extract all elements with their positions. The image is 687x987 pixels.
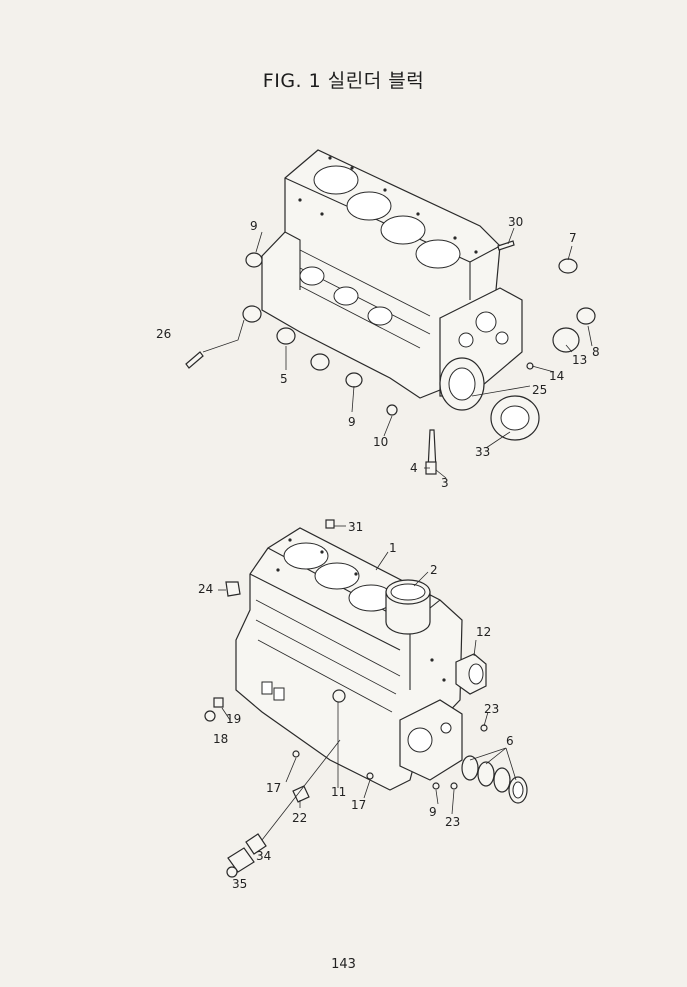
callout-upper-30: 30 (508, 215, 523, 229)
upper-callouts: 9 30 7 26 5 9 10 8 13 14 25 33 4 3 (156, 215, 600, 490)
callout-lower-31: 31 (348, 520, 363, 534)
callout-lower-23b: 23 (445, 815, 460, 829)
callout-upper-26: 26 (156, 327, 171, 341)
cylinder-liner (385, 579, 431, 635)
oil-seal-housing (439, 357, 540, 441)
callout-lower-22: 22 (292, 811, 307, 825)
callout-upper-13: 13 (572, 353, 587, 367)
callout-upper-33: 33 (475, 445, 490, 459)
callout-upper-10: 10 (373, 435, 388, 449)
callout-lower-34: 34 (256, 849, 271, 863)
bearing-bushes (242, 252, 596, 416)
callout-lower-17b: 17 (351, 798, 366, 812)
callout-lower-2: 2 (430, 563, 438, 577)
callout-lower-6: 6 (506, 734, 514, 748)
lower-callouts: 31 1 2 24 12 19 18 23 6 17 11 17 9 23 22… (198, 520, 514, 891)
callout-lower-18: 18 (213, 732, 228, 746)
callout-upper-8: 8 (592, 345, 600, 359)
upper-leader-lines (202, 227, 593, 479)
callout-lower-12: 12 (476, 625, 491, 639)
callout-lower-17a: 17 (266, 781, 281, 795)
callout-upper-3: 3 (441, 476, 449, 490)
callout-upper-4: 4 (410, 461, 418, 475)
callout-upper-5: 5 (280, 372, 288, 386)
callout-upper-9a: 9 (250, 219, 258, 233)
callout-lower-11: 11 (331, 785, 346, 799)
lower-exploded-view (204, 519, 528, 878)
callout-lower-1: 1 (389, 541, 397, 555)
page-number: 143 (331, 957, 356, 972)
oil-pressure-switch (226, 833, 267, 878)
upper-exploded-view (185, 149, 596, 479)
callout-lower-35: 35 (232, 877, 247, 891)
gear-case-front (399, 699, 463, 781)
callout-lower-24: 24 (198, 582, 213, 596)
lower-small-parts (204, 519, 488, 803)
callout-upper-9b: 9 (348, 415, 356, 429)
callout-lower-9: 9 (429, 805, 437, 819)
camshaft-bushes (461, 755, 528, 804)
callout-upper-7: 7 (569, 231, 577, 245)
callout-lower-23a: 23 (484, 702, 499, 716)
callout-upper-14: 14 (549, 369, 564, 383)
lower-leader-lines (218, 525, 517, 841)
figure-title: FIG. 1 실린더 블럭 (262, 70, 425, 92)
callout-upper-25: 25 (532, 383, 547, 397)
upper-cylinder-block (261, 149, 521, 399)
callout-lower-19: 19 (226, 712, 241, 726)
